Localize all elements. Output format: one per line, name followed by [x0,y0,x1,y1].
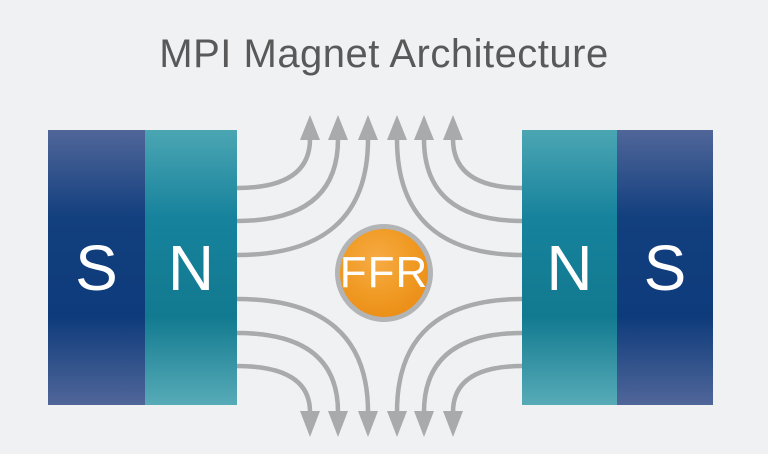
arrow-up-icon [300,115,320,140]
right-magnet: N S [522,130,713,405]
arrow-up-icon [414,115,434,140]
field-line [236,363,313,413]
field-line [236,330,341,413]
field-free-region-circle: FFR [335,224,433,322]
field-line [421,138,524,224]
arrow-down-icon [414,411,434,437]
arrow-down-icon [387,411,407,437]
pole-label: N [167,231,215,304]
arrow-down-icon [358,411,378,437]
left-magnet-north-pole: N [145,130,237,405]
arrow-up-icon [358,115,378,140]
arrow-up-icon [328,115,348,140]
pole-label: S [643,231,687,304]
left-magnet: S N [48,130,237,405]
arrow-down-icon [300,411,320,437]
field-line [394,138,524,258]
field-line-curves [236,138,524,413]
ffr-label: FFR [339,248,429,297]
arrow-up-icon [443,115,463,140]
field-line [450,138,524,191]
pole-label: N [546,231,593,304]
left-magnet-south-pole: S [48,130,145,405]
arrow-down-icon [328,411,348,437]
field-line [236,138,313,191]
arrow-down-icon [443,411,463,437]
field-line [236,138,371,258]
field-arrowheads [300,115,463,437]
field-line [394,296,524,413]
field-line [421,330,524,413]
right-magnet-south-pole: S [617,130,713,405]
right-magnet-north-pole: N [522,130,617,405]
pole-label: S [75,231,118,304]
arrow-up-icon [387,115,407,140]
field-line [236,138,341,224]
diagram-title: MPI Magnet Architecture [159,32,609,76]
field-line [236,296,371,413]
field-line [450,363,524,413]
